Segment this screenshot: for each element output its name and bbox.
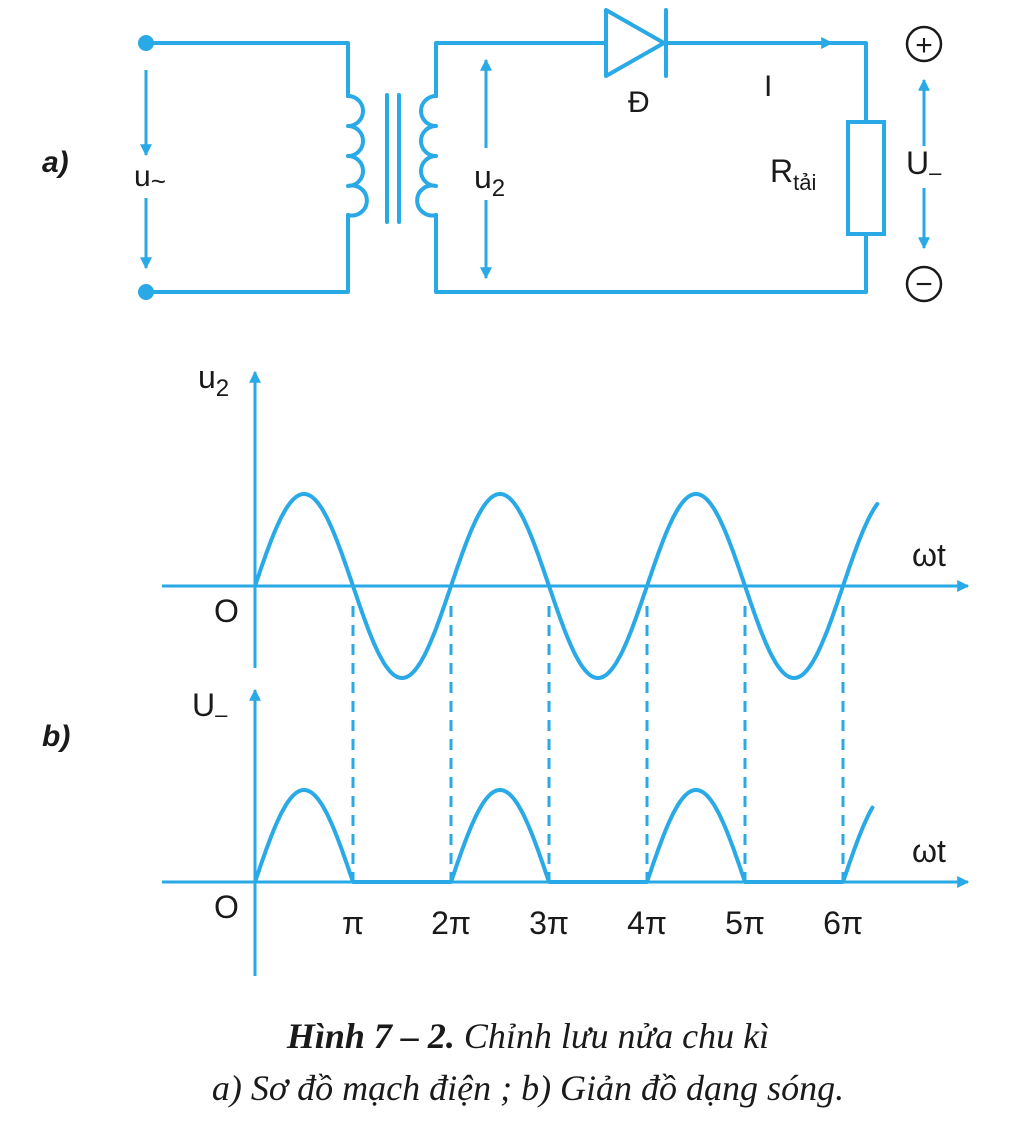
return-wire [434,213,868,294]
primary-wire-top [144,41,350,98]
primary-wire-bottom [144,213,350,294]
x-tick-labels: π 2π 3π 4π 5π 6π [342,905,863,941]
secondary-wire-top [434,41,608,98]
panel-label-b: b) [42,720,70,753]
tick-label-6pi: 6π [823,905,863,941]
caption-title: Hình 7 – 2. Chỉnh lưu nửa chu kì [286,1016,769,1056]
output-rectified-curve [253,788,875,884]
top-y-axis-label: u2 [198,359,229,402]
panel-label-a: a) [42,146,69,179]
secondary-coil-icon [415,94,438,218]
tick-label-3pi: 3π [529,905,569,941]
top-origin-label: O [214,593,239,629]
load-resistor-label: Rtải [770,153,816,195]
load-resistor-icon [846,120,886,236]
figure-caption: Hình 7 – 2. Chỉnh lưu nửa chu kì a) Sơ đ… [212,1016,844,1108]
diode-icon [604,8,666,78]
bottom-y-axis-label: U– [192,687,228,727]
caption-subtitle: a) Sơ đồ mạch điện ; b) Giản đồ dạng són… [212,1068,844,1108]
u2-sine-curve [253,492,880,680]
tick-label-4pi: 4π [627,905,667,941]
tick-label-2pi: 2π [431,905,471,941]
top-x-axis-label: ωt [912,537,946,573]
tick-label-5pi: 5π [725,905,765,941]
output-voltage-label: U– [906,145,942,185]
plus-terminal-icon [905,25,943,63]
waveform-diagram: b) u2 ωt O U– ωt O π 2π 3π 4π 5π 6π [42,359,970,976]
tick-label-1pi: π [342,905,364,941]
period-guide-lines [351,606,845,880]
primary-coil-icon [346,94,369,218]
bottom-x-axis-label: ωt [912,833,946,869]
input-voltage-label: u~ [134,160,166,196]
current-label: I [764,70,772,103]
minus-terminal-icon [905,265,943,303]
plus-symbol: + [915,29,933,62]
minus-symbol: − [915,268,933,301]
secondary-voltage-label: u2 [474,159,505,202]
bottom-origin-label: O [214,889,239,925]
circuit-diagram: a) + − [42,8,943,303]
diode-label: Đ [628,86,650,119]
